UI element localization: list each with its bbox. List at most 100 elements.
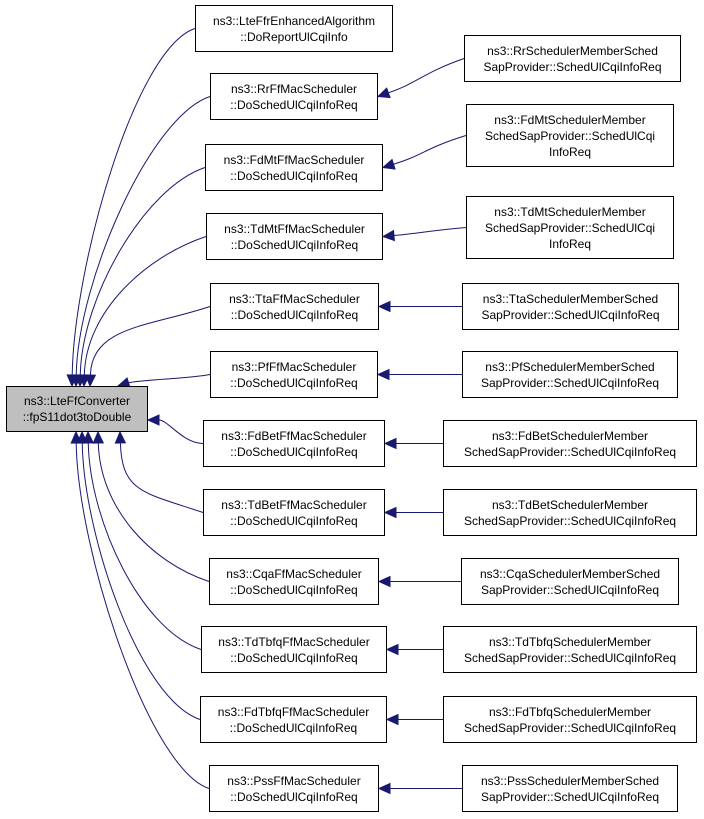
node-label-line: ::DoSchedUlCqiInfoReq	[230, 444, 358, 459]
edge-to-root-arrowhead	[92, 430, 105, 444]
node-label-line: ns3::TdTbfqFfMacScheduler	[218, 634, 370, 649]
edge-to-root	[119, 442, 204, 513]
node-label-line: ns3::FdBetSchedulerMember	[491, 428, 649, 443]
edge-to-caller-arrowhead	[377, 782, 391, 795]
node-label-line: ns3::PfFfMacScheduler	[231, 359, 357, 374]
edge-to-root-arrowhead	[114, 430, 127, 444]
edge-to-root	[79, 167, 206, 376]
node-label-line: ns3::TtaFfMacScheduler	[229, 291, 360, 306]
node-label-line: ns3::LteFfrEnhancedAlgorithm	[212, 13, 376, 28]
caller-node[interactable]: ns3::PfFfMacScheduler::DoSchedUlCqiInfoR…	[210, 351, 378, 398]
edge-to-caller	[393, 227, 467, 237]
edge-to-root	[128, 374, 211, 384]
caller-node[interactable]: ns3::FdTbfqFfMacScheduler::DoSchedUlCqiI…	[200, 696, 387, 743]
caller-node[interactable]: ns3::TtaFfMacScheduler::DoSchedUlCqiInfo…	[210, 283, 379, 330]
edge-to-caller-arrowhead	[383, 506, 397, 519]
edge-to-caller	[388, 58, 465, 94]
edge-to-root	[83, 236, 207, 376]
node-label-line: SchedSapProvider::SchedUlCqiInfoReq	[463, 513, 677, 528]
edge-to-root	[75, 442, 210, 789]
node-label-line: ns3::TdBetSchedulerMember	[491, 497, 649, 512]
node-label-line: SchedSapProvider::SchedUlCqiInfoReq	[463, 720, 677, 735]
node-label-line: ::fpS11dot3toDouble	[22, 410, 132, 424]
node-label-line: ns3::RrSchedulerMemberSched	[487, 43, 658, 58]
edge-to-caller-arrowhead	[385, 713, 399, 726]
caller-node[interactable]: ns3::TdTbfqFfMacScheduler::DoSchedUlCqiI…	[201, 626, 387, 673]
node-label-line: ns3::FdMtFfMacScheduler	[223, 152, 365, 167]
edge-to-caller-arrowhead	[376, 368, 390, 381]
node-label-line: InfoReq	[548, 236, 592, 251]
edge-to-root	[89, 306, 211, 376]
edge-to-root	[71, 28, 196, 376]
node-label-line: ns3::FdTbfqFfMacScheduler	[217, 704, 370, 719]
node-label-line: ns3::FdBetFfMacScheduler	[221, 428, 367, 443]
node-label-line: SapProvider::SchedUlCqiInfoReq	[483, 59, 662, 74]
caller-node[interactable]: ns3::PssFfMacScheduler::DoSchedUlCqiInfo…	[209, 765, 379, 812]
node-label-line: ns3::PfSchedulerMemberSched	[485, 359, 655, 374]
node-label-line: SchedSapProvider::SchedUlCqiInfoReq	[463, 444, 677, 459]
edge-to-caller-arrowhead	[385, 643, 399, 656]
edge-to-root	[87, 442, 202, 650]
edge-to-root-arrowhead	[70, 430, 82, 444]
node-label-line: SchedSapProvider::SchedUlCqi	[484, 128, 656, 143]
caller-node[interactable]: ns3::RrFfMacScheduler::DoSchedUlCqiInfoR…	[210, 73, 378, 120]
node-label-line: ns3::CqaFfMacScheduler	[226, 566, 362, 581]
edge-to-caller-arrowhead	[383, 437, 397, 450]
node-label-line: SchedSapProvider::SchedUlCqiInfoReq	[463, 650, 677, 665]
node-label-line: SapProvider::SchedUlCqiInfoReq	[480, 582, 660, 597]
node-label-line: SapProvider::SchedUlCqiInfoReq	[480, 789, 660, 804]
node-label-line: ns3::TtaSchedulerMemberSched	[482, 291, 659, 306]
node-label-line: ::DoSchedUlCqiInfoReq	[230, 650, 358, 665]
edge-to-caller-arrowhead	[376, 87, 391, 99]
node-label-line: ::DoSchedUlCqiInfoReq	[230, 307, 359, 322]
edge-to-root-arrowhead	[146, 414, 160, 426]
node-label-line: ns3::PssFfMacScheduler	[227, 773, 361, 788]
node-label-line: ns3::RrFfMacScheduler	[230, 81, 358, 96]
caller-node[interactable]: ns3::FdBetFfMacScheduler::DoSchedUlCqiIn…	[203, 420, 385, 467]
node-label-line: SapProvider::SchedUlCqiInfoReq	[480, 375, 660, 390]
edge-to-caller-arrowhead	[377, 575, 391, 588]
node-label-line: ::DoSchedUlCqiInfoReq	[230, 168, 358, 183]
node-label-line: ::DoSchedUlCqiInfoReq	[230, 582, 358, 597]
edge-to-root	[158, 419, 204, 444]
edge-to-root	[97, 442, 210, 582]
node-label-line: ns3::TdMtSchedulerMember	[494, 204, 646, 219]
caller-node[interactable]: ns3::TdMtFfMacScheduler::DoSchedUlCqiInf…	[206, 213, 383, 260]
root-node: ns3::LteFfConverter::fpS11dot3toDouble	[6, 386, 148, 432]
node-label-line: ::DoSchedUlCqiInfoReq	[230, 97, 358, 112]
edge-to-caller-arrowhead	[381, 229, 395, 242]
node-label-line: ::DoSchedUlCqiInfoReq	[230, 513, 358, 528]
node-label-line: ns3::FdTbfqSchedulerMember	[488, 704, 652, 719]
caller-node[interactable]: ns3::CqaFfMacScheduler::DoSchedUlCqiInfo…	[209, 558, 379, 605]
node-label-line: ns3::TdTbfqSchedulerMember	[488, 634, 652, 649]
node-label-line: ::DoSchedUlCqiInfoReq	[230, 375, 358, 390]
node-label-line: SchedSapProvider::SchedUlCqi	[484, 220, 656, 235]
node-label-line: ns3::TdBetFfMacScheduler	[221, 497, 367, 512]
node-label-line: InfoReq	[548, 144, 592, 159]
node-label-line: ns3::LteFfConverter	[23, 394, 131, 408]
node-label-line: ::DoSchedUlCqiInfoReq	[230, 237, 359, 252]
node-label-line: ns3::TdMtFfMacScheduler	[224, 221, 365, 236]
edge-to-root-arrowhead	[84, 374, 97, 388]
caller-node[interactable]: ns3::TdBetFfMacScheduler::DoSchedUlCqiIn…	[203, 489, 385, 536]
edge-to-caller	[393, 135, 467, 165]
caller-node[interactable]: ns3::LteFfrEnhancedAlgorithm::DoReportUl…	[195, 5, 393, 52]
edge-to-caller-arrowhead	[381, 158, 396, 170]
edge-to-root	[75, 96, 211, 376]
node-label-line: ::DoSchedUlCqiInfoReq	[230, 789, 358, 804]
caller-node[interactable]: ns3::FdMtFfMacScheduler::DoSchedUlCqiInf…	[205, 144, 383, 191]
node-label-line: ns3::PssSchedulerMemberSched	[480, 773, 660, 788]
node-label-line: ns3::CqaSchedulerMemberSched	[479, 566, 661, 581]
